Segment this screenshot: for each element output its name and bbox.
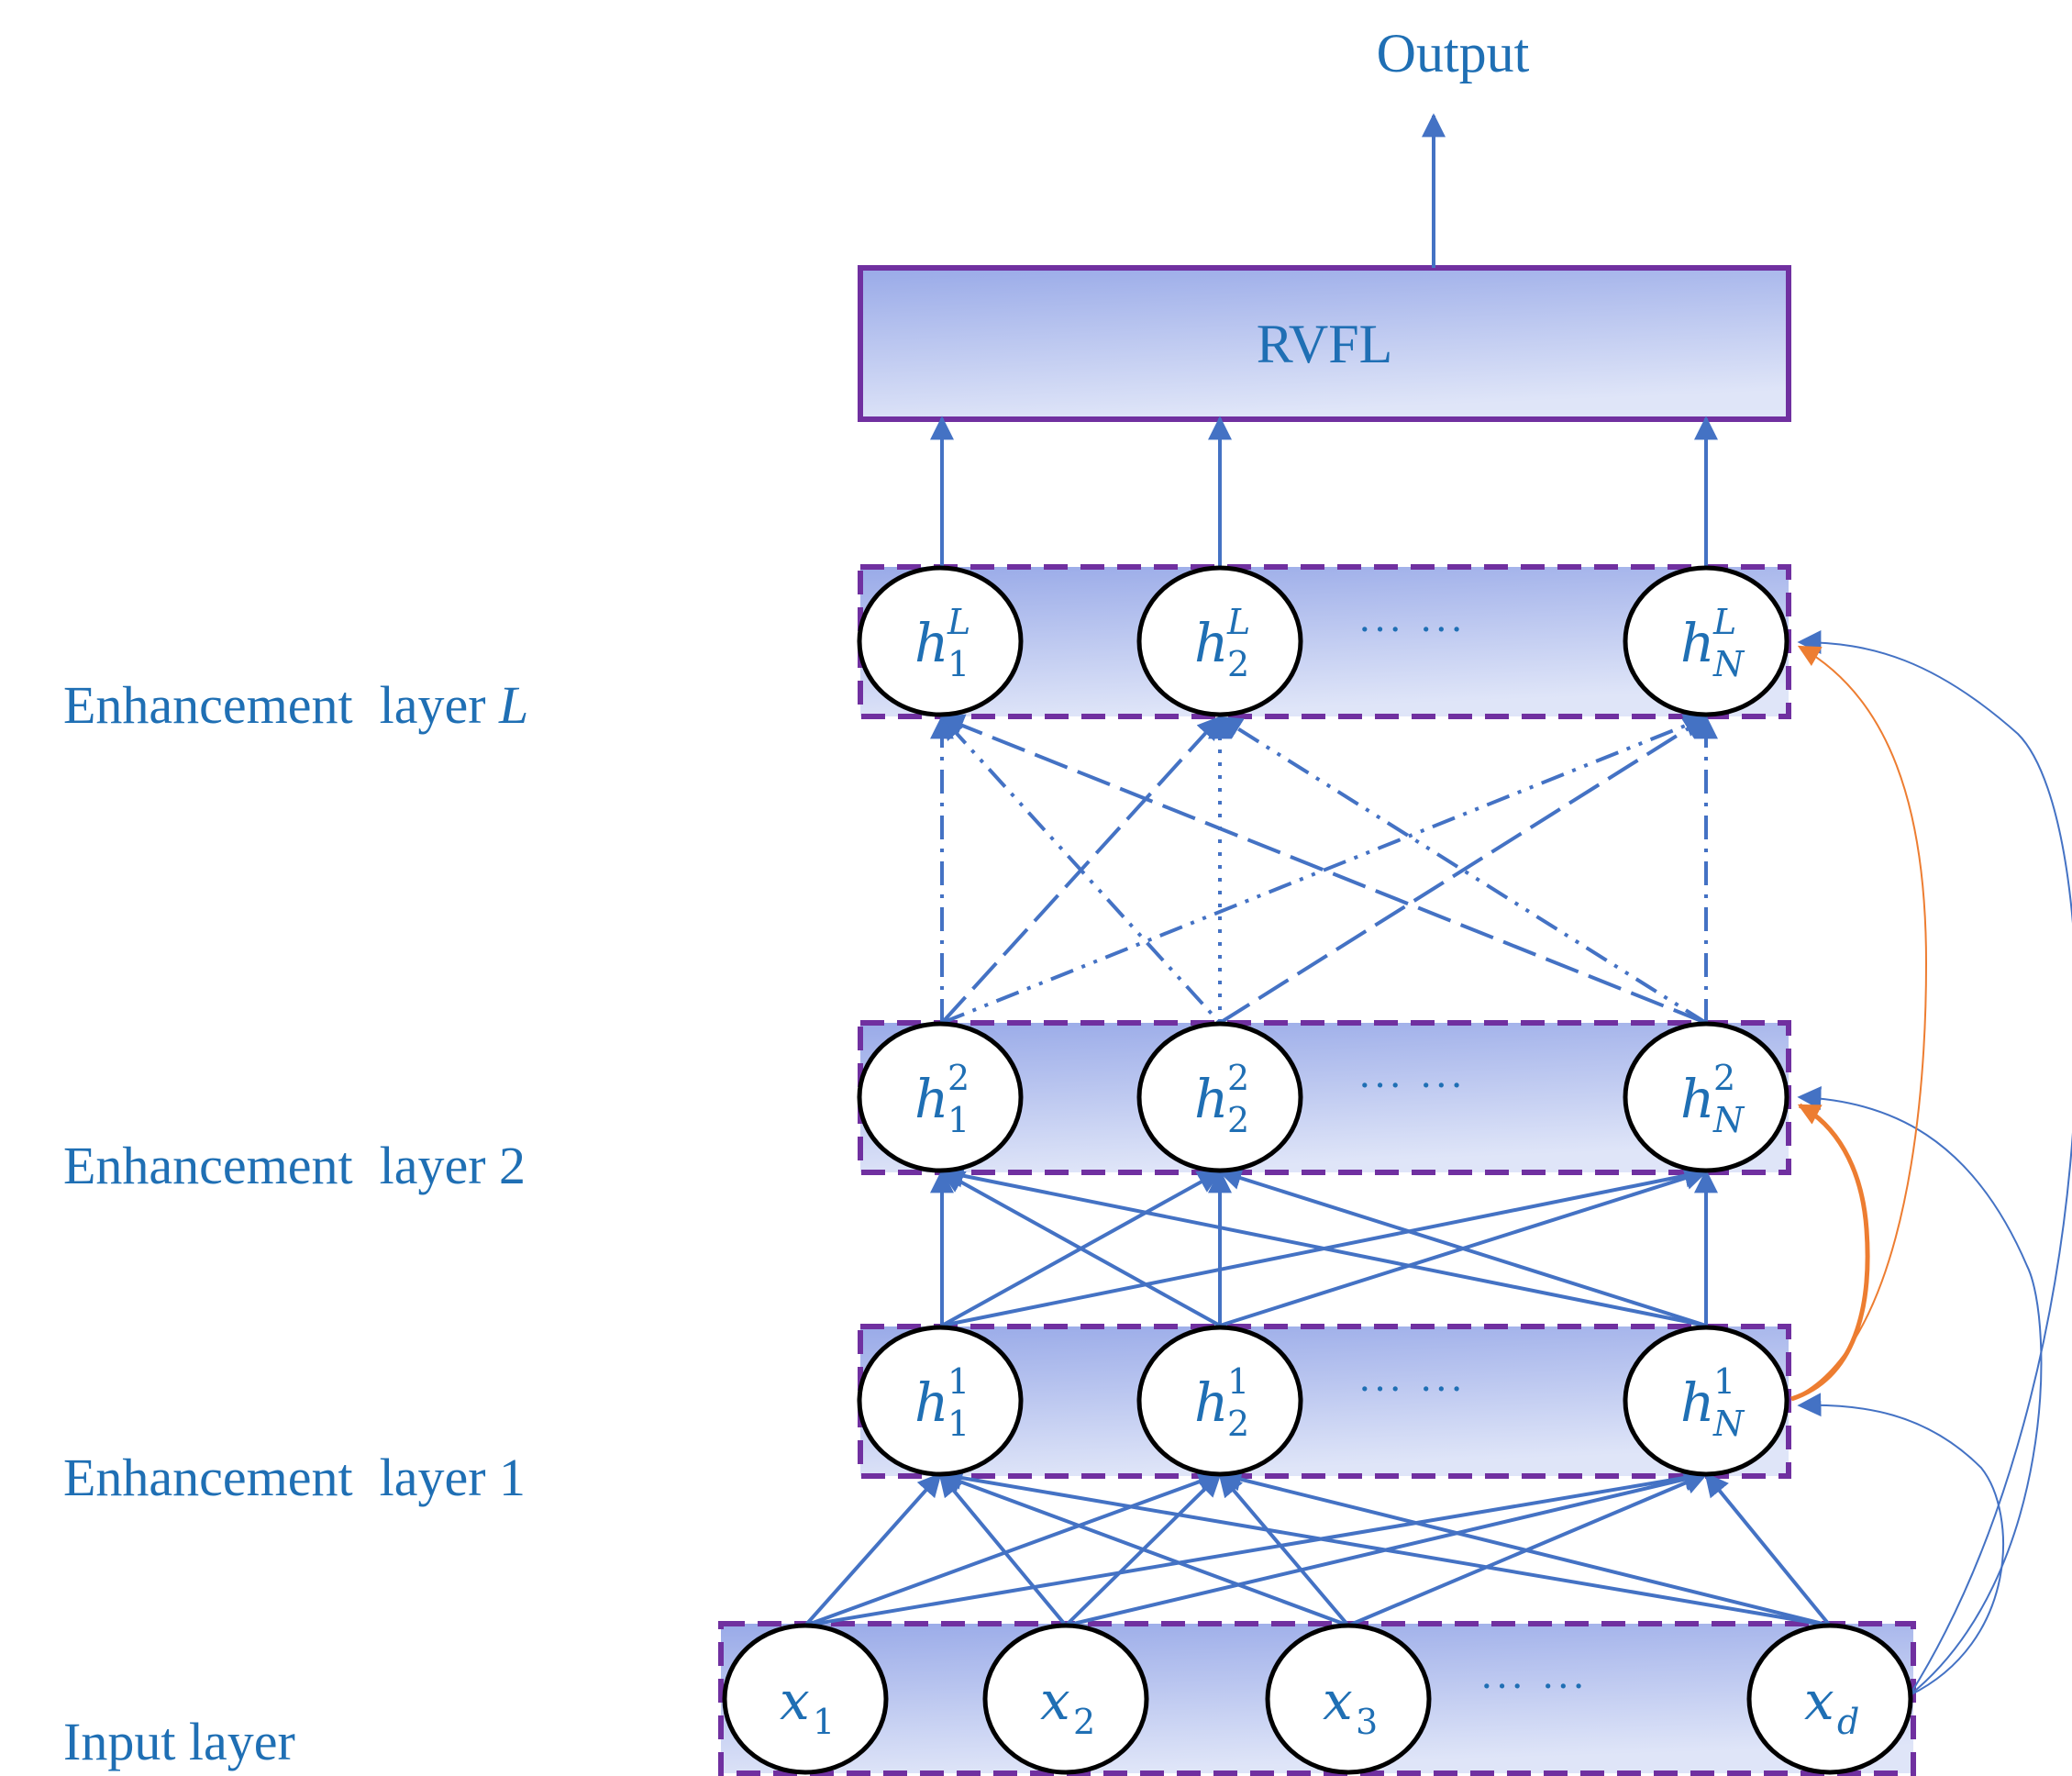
layer1-ellipsis: ··· ··· [1358,1369,1466,1411]
svg-text:L: L [1226,602,1250,642]
layer1-node-3: h1N [1623,1325,1789,1477]
layerL-node-3-label: h [1680,612,1714,674]
svg-text:2: 2 [1227,1404,1249,1444]
layerL-node-2: hL2 [1136,565,1303,717]
layerL-node-1-label: h [914,612,948,674]
svg-text:1: 1 [947,1361,970,1402]
input-node-2-label: x [1040,1670,1070,1732]
svg-text:2: 2 [1227,644,1249,684]
enhancement-layer-2-label: Enhancement layer 2 [37,1073,526,1196]
output-label: Output [1377,23,1530,83]
enhancement-layer-L-label: Enhancement layer L [37,613,528,736]
layer1-node-2: h12 [1136,1325,1303,1477]
enhancement-layer-1-label: Enhancement layer 1 [37,1385,526,1508]
enhancement-layer-L-var: L [499,675,529,735]
svg-text:1: 1 [947,644,970,684]
svg-text:d: d [1837,1702,1859,1742]
enhancement-layer-2-text: Enhancement layer 2 [63,1136,526,1195]
layer1-node-1-label: h [914,1371,948,1434]
layer2-ellipsis: ··· ··· [1358,1065,1466,1107]
svg-text:1: 1 [1713,1361,1735,1402]
input-layer-label: Input layer [37,1649,295,1772]
svg-text:L: L [1712,602,1736,642]
layerL-node-1: hL1 [857,565,1024,717]
input-ellipsis: ··· ··· [1480,1666,1588,1708]
svg-text:2: 2 [1227,1058,1249,1098]
rvfl-box [858,265,1791,422]
layerL-node-3: hLN [1623,565,1789,717]
layer1-to-layer2-connections [930,1163,1718,1327]
enhancement-layer-1-text: Enhancement layer 1 [63,1448,526,1507]
svg-text:1: 1 [947,1404,970,1444]
layerL-ellipsis: ··· ··· [1358,609,1466,651]
layer2-to-layerL-connections [930,714,1718,1025]
input-layer-text: Input layer [63,1712,295,1771]
svg-text:2: 2 [1713,1058,1735,1098]
input-node-4-label: x [1804,1670,1834,1732]
svg-text:3: 3 [1356,1702,1378,1742]
layer2-node-1: h21 [857,1021,1024,1173]
input-node-1-label: x [780,1670,810,1732]
svg-text:1: 1 [1227,1361,1249,1402]
layer1-skip-connections [1790,645,1928,1402]
svg-text:2: 2 [947,1058,970,1098]
svg-text:2: 2 [1073,1702,1095,1742]
layer1-node-3-label: h [1680,1371,1714,1434]
input-to-layer1-connections [803,1466,1832,1627]
layer2-node-2-label: h [1194,1068,1228,1130]
svg-text:1: 1 [947,1100,970,1140]
input-node-3-label: x [1323,1670,1353,1732]
layer2-node-3-label: h [1680,1068,1714,1130]
layer2-node-2: h22 [1136,1021,1303,1173]
layer2-node-3: h2N [1623,1021,1789,1173]
svg-text:N: N [1712,1100,1745,1140]
layer1-node-1: h11 [857,1325,1024,1477]
input-skip-connections [1797,630,2072,1696]
layer1-node-2-label: h [1194,1371,1228,1434]
svg-text:N: N [1712,644,1745,684]
svg-text:L: L [947,602,970,642]
svg-text:2: 2 [1227,1100,1249,1140]
svg-text:N: N [1712,1404,1745,1444]
layer2-node-1-label: h [914,1068,948,1130]
enhancement-layer-L-text: Enhancement layer [63,675,500,735]
layerL-to-rvfl-connections [930,416,1718,567]
svg-text:1: 1 [813,1702,835,1742]
rvfl-label: RVFL [1257,314,1393,374]
layerL-node-2-label: h [1194,612,1228,674]
